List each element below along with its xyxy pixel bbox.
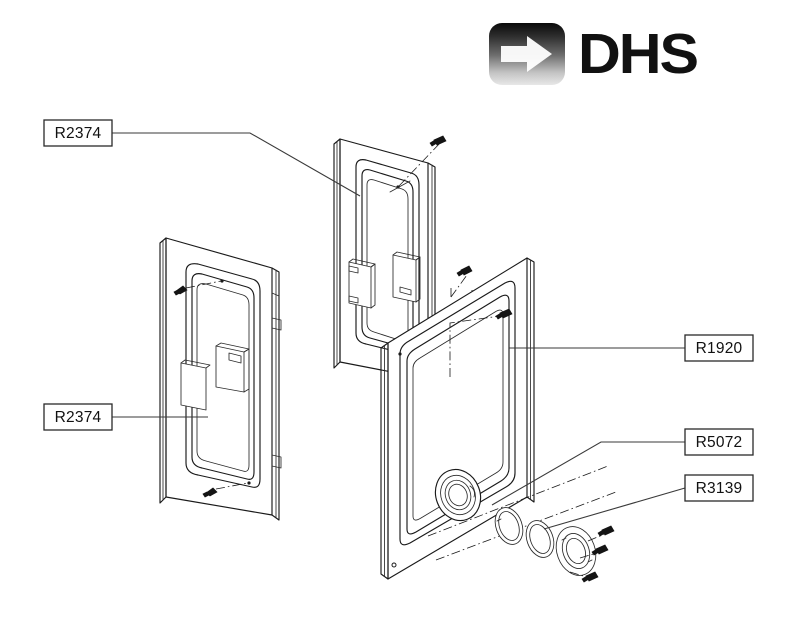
- lock-spacer-ring: [525, 520, 555, 558]
- leader-r3139: [543, 487, 686, 530]
- screw: [579, 544, 609, 559]
- left-door-panel: [159, 237, 282, 521]
- callout-label: R5072: [696, 434, 743, 451]
- screw: [456, 265, 473, 277]
- logo-mark: [489, 23, 565, 85]
- dhs-logo: DHS: [489, 19, 759, 89]
- screw: [569, 571, 599, 583]
- callout-box[interactable]: [684, 474, 754, 502]
- callout-r1920[interactable]: R1920: [684, 334, 754, 362]
- screw: [587, 525, 615, 542]
- logo-wordmark: DHS: [578, 21, 699, 86]
- callout-label: R2374: [55, 409, 102, 426]
- screw: [173, 285, 188, 296]
- callout-box[interactable]: [684, 428, 754, 456]
- callout-r3139[interactable]: R3139: [684, 474, 754, 502]
- callout-r2374-top[interactable]: R2374: [43, 119, 113, 147]
- callout-r2374-bottom[interactable]: R2374: [43, 403, 113, 431]
- screw: [202, 487, 218, 498]
- lock-bezel-ring: [494, 507, 524, 545]
- callout-label: R2374: [55, 125, 102, 142]
- callout-box[interactable]: [43, 119, 113, 147]
- lock-retainer-ring: [555, 526, 597, 576]
- leader-lines: [112, 132, 686, 530]
- lock-assembly: [427, 465, 617, 583]
- callout-label: R1920: [696, 340, 743, 357]
- main-door-frame: [380, 257, 535, 580]
- screw: [495, 308, 513, 320]
- callout-r5072[interactable]: R5072: [684, 428, 754, 456]
- callout-box[interactable]: [684, 334, 754, 362]
- screw: [429, 135, 447, 147]
- callout-box[interactable]: [43, 403, 113, 431]
- leader-r5072: [491, 441, 685, 506]
- right-arrow-icon: [501, 36, 552, 72]
- door-lock-escutcheon: [434, 468, 482, 522]
- leader-r2374-top: [112, 132, 361, 197]
- callout-label: R3139: [696, 480, 743, 497]
